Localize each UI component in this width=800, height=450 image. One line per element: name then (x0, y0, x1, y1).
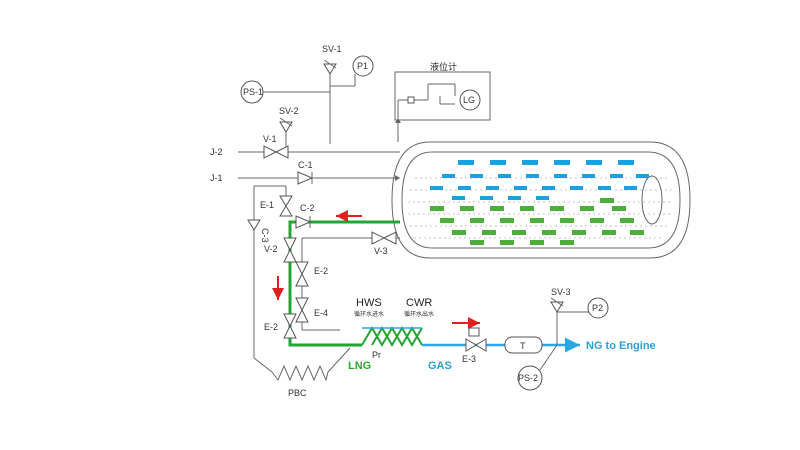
label-pbc: PBC (288, 388, 307, 398)
label-lg: LG (463, 95, 475, 105)
label-e4: E-4 (314, 308, 328, 318)
liquid-green-dashes (430, 198, 644, 245)
top-piping (238, 71, 491, 181)
lng-liquid-line (288, 220, 400, 347)
label-e1: E-1 (260, 200, 274, 210)
lng-storage-tank (391, 141, 691, 259)
label-v3: V-3 (374, 246, 388, 256)
label-c3: C-3 (260, 228, 270, 243)
label-ps2: PS-2 (518, 373, 538, 383)
label-gas: GAS (428, 360, 452, 372)
heat-exchanger-icon (361, 326, 423, 347)
label-e2-upper: E-2 (314, 266, 328, 276)
liquid-level-hatching (408, 177, 672, 239)
pressure-gauge-icon (240, 55, 609, 391)
label-e3: E-3 (462, 354, 476, 364)
manual-valve-icon (247, 145, 487, 352)
label-p1: P1 (357, 61, 368, 71)
label-t: T (520, 341, 526, 351)
label-v2: V-2 (264, 244, 278, 254)
label-sv3: SV-3 (551, 287, 571, 297)
label-ng-to-engine: NG to Engine (586, 340, 656, 352)
flow-arrow-icon (272, 210, 480, 329)
label-j2: J-2 (210, 147, 223, 157)
label-cwr-cn: 循环水出水 (404, 310, 434, 318)
label-p2: P2 (592, 303, 603, 313)
label-level-gauge: 液位计 (430, 61, 457, 73)
label-sv2: SV-2 (279, 106, 299, 116)
label-c2: C-2 (300, 203, 315, 213)
label-lng: LNG (348, 360, 371, 372)
label-cwr: CWR (406, 297, 432, 309)
label-e2-lower: E-2 (264, 322, 278, 332)
gas-line (422, 311, 590, 371)
label-j1: J-1 (210, 173, 223, 183)
label-sv1: SV-1 (322, 44, 342, 54)
label-hws: HWS (356, 297, 382, 309)
label-c1: C-1 (298, 160, 313, 170)
label-hws-cn: 循环水进水 (354, 310, 384, 318)
label-ps1: PS-1 (243, 87, 263, 97)
liquid-blue-dashes (430, 160, 649, 200)
label-pr: Pr (372, 350, 381, 360)
t-vessel (504, 336, 543, 354)
safety-valve-icon (279, 59, 564, 313)
label-v1: V-1 (263, 134, 277, 144)
